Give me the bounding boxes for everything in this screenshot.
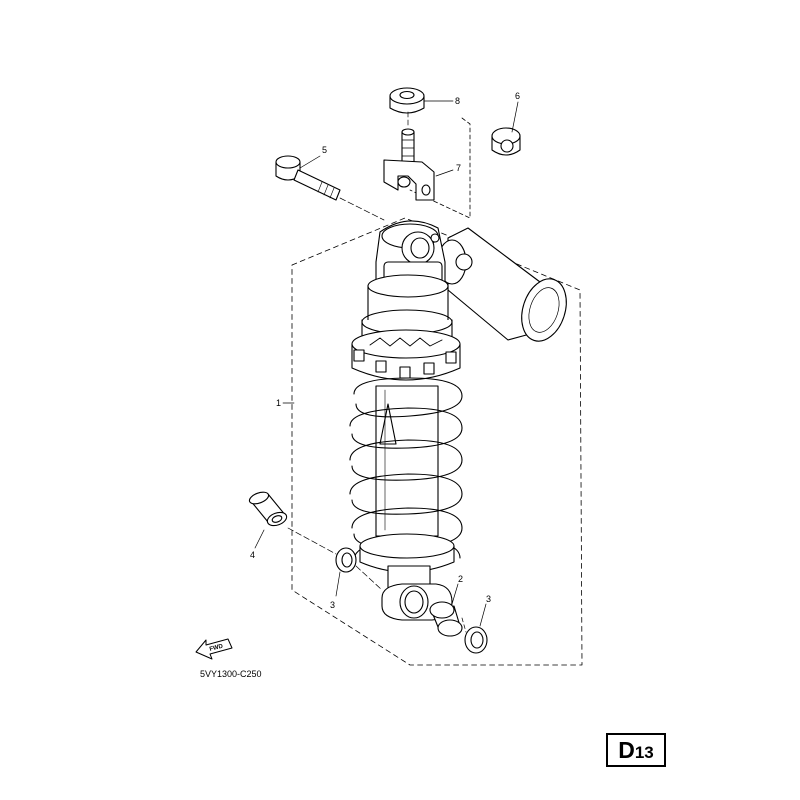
- callout-7: 7: [456, 163, 461, 173]
- callout-4: 4: [250, 550, 255, 560]
- nut-part-8: [389, 87, 425, 114]
- page-badge-letter: D: [618, 736, 635, 763]
- nut-part-6: [491, 127, 521, 156]
- callout-5: 5: [322, 145, 327, 155]
- collar-part-2: [429, 601, 463, 637]
- diagram-code: 5VY1300-C250: [200, 669, 262, 679]
- lower-spring-seat: [359, 533, 455, 573]
- oil-seal-part-3-left: [335, 547, 357, 573]
- page-badge-number: 13: [634, 742, 654, 762]
- callout-3-left: 3: [330, 600, 335, 610]
- bracket-dashed-outline: [409, 117, 471, 219]
- callout-1: 1: [276, 398, 281, 408]
- fwd-arrow-icon: [195, 638, 233, 660]
- oil-seal-part-3-right: [464, 626, 488, 654]
- bolt-part-5: [275, 155, 341, 201]
- callout-2: 2: [458, 574, 463, 584]
- callout-8: 8: [455, 96, 460, 106]
- assembly-boundary: [291, 217, 583, 666]
- page-badge-text: D13: [618, 736, 654, 763]
- spring-adjuster-ring: [351, 329, 461, 381]
- callout-6: 6: [515, 91, 520, 101]
- shock-damper-body: [375, 385, 439, 537]
- reservoir: [437, 227, 567, 342]
- bracket-part-7: [383, 128, 435, 201]
- leader-lines: [254, 100, 519, 633]
- callout-3-right: 3: [486, 594, 491, 604]
- fwd-label: FWD: [209, 643, 224, 653]
- bushing-part-4: [248, 491, 288, 527]
- page-badge: D13: [606, 733, 666, 767]
